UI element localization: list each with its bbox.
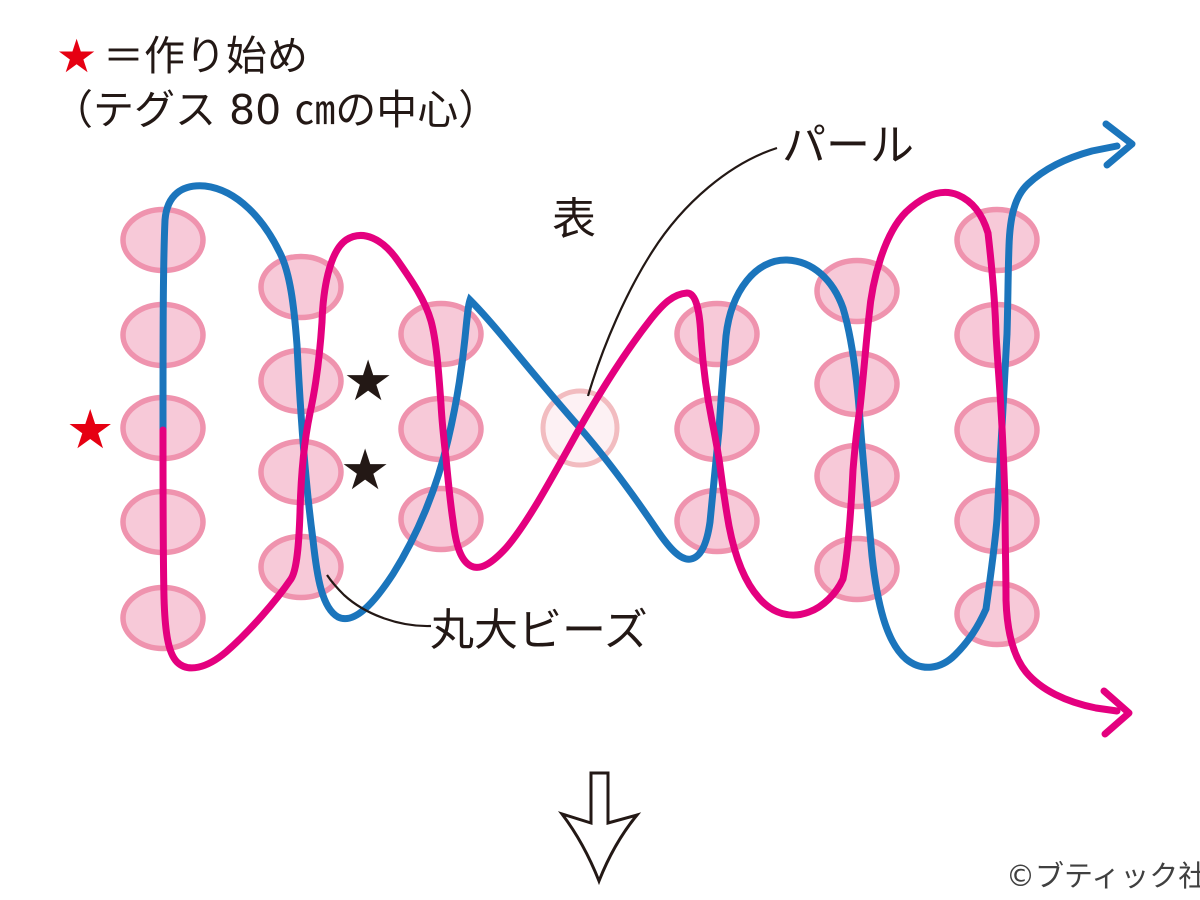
pearl-label: パール [782, 120, 914, 171]
pink-thread-path [159, 188, 1121, 715]
pearl-leader-line [586, 146, 778, 397]
copyright-text: ©ブティック社 [1006, 859, 1200, 893]
legend-star-icon: ★ [56, 29, 97, 83]
bead [398, 485, 484, 553]
blue-arrowhead-icon [1102, 120, 1136, 169]
legend-line2: （テグス 80 ㎝の中心） [52, 86, 499, 134]
round-bead-label: 丸大ビーズ [430, 605, 648, 656]
legend-line1: ＝作り始め [103, 32, 308, 80]
front-label: 表 [552, 194, 596, 245]
start-star-icon: ★ [66, 398, 114, 461]
black-star-2-icon: ★ [340, 438, 390, 503]
bead [674, 300, 760, 368]
bead [814, 257, 900, 325]
bead [954, 206, 1040, 274]
next-step-arrow-icon [557, 771, 642, 886]
bead [674, 487, 760, 555]
bead [814, 535, 900, 603]
black-star-1-icon: ★ [343, 349, 393, 414]
pink-arrowhead-icon [1100, 687, 1133, 738]
round-bead-leader-line [326, 574, 432, 628]
bead [954, 396, 1040, 464]
